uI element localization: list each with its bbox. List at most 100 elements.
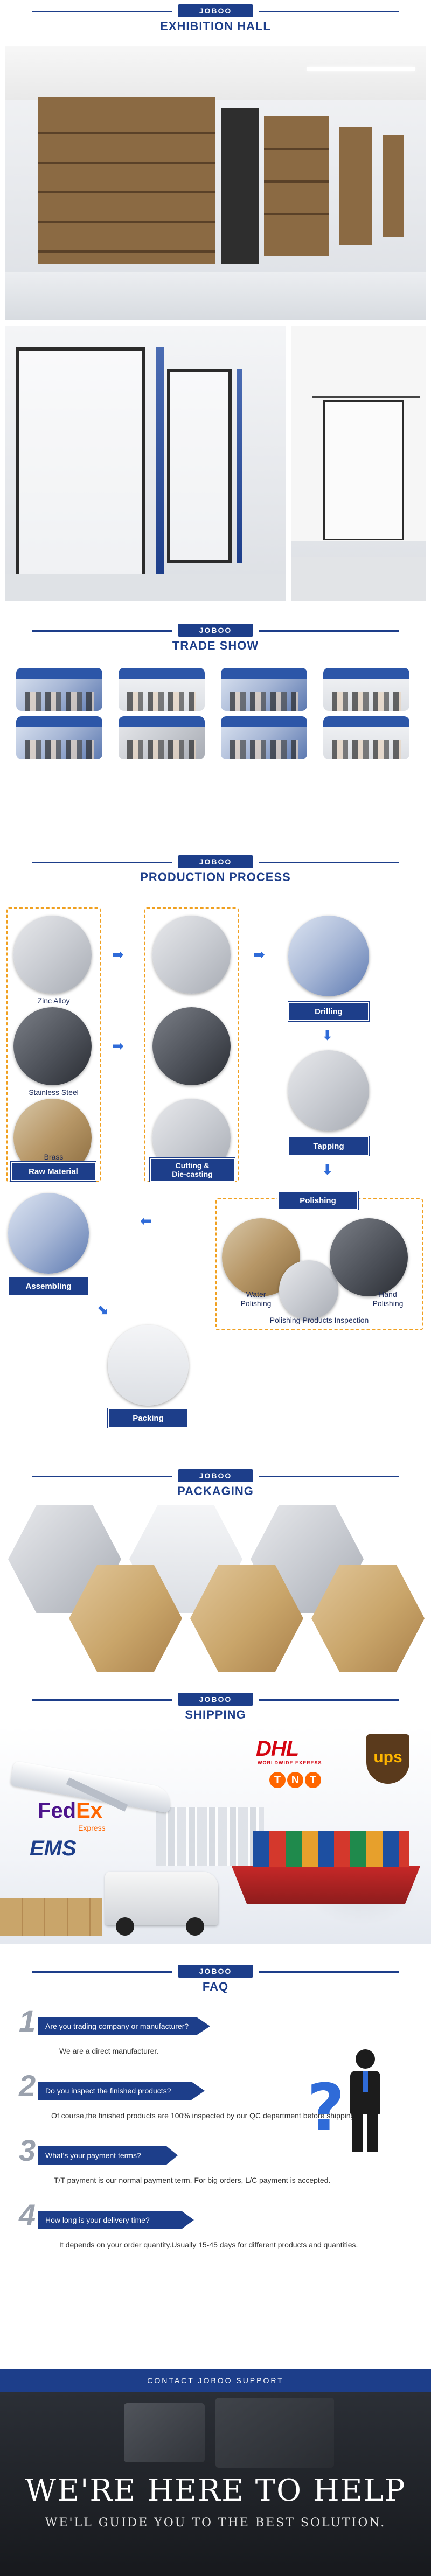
faq-question: What's your payment terms? xyxy=(38,2146,178,2165)
question-man-illustration: ? xyxy=(307,2047,404,2154)
cutting-group xyxy=(144,907,239,1182)
contact-support-bar[interactable]: CONTACT JOBOO SUPPORT xyxy=(0,2369,431,2392)
hand-polishing-photo xyxy=(330,1218,408,1296)
tapping-tag: Tapping xyxy=(288,1136,369,1156)
trade-show-photo xyxy=(221,716,307,759)
material-label: Zinc Alloy xyxy=(37,996,70,1005)
arrow-down-right-icon: ➡ xyxy=(93,1300,113,1321)
packing-photo xyxy=(108,1325,189,1406)
arrow-right-icon: ➡ xyxy=(253,947,265,963)
fedex-ex: Ex xyxy=(76,1799,103,1823)
inspection-photo xyxy=(279,1260,338,1320)
header-line xyxy=(259,1476,399,1477)
header-line xyxy=(259,1971,399,1973)
inspection-label: Polishing Products Inspection xyxy=(269,1316,369,1324)
faq-answer: It depends on your order quantity.Usuall… xyxy=(59,2240,358,2249)
faq-number: 4 xyxy=(19,2198,36,2232)
faq-number: 2 xyxy=(19,2069,36,2103)
packing-tag: Packing xyxy=(108,1408,189,1428)
header-line xyxy=(259,11,399,12)
raw-material-tag: Raw Material xyxy=(11,1162,96,1181)
faq-header: JOBOO FAQ xyxy=(0,1960,431,1993)
faq-answer: Of course,the finished products are 100%… xyxy=(51,2111,357,2120)
assembling-tag: Assembling xyxy=(8,1276,89,1296)
ups-logo: ups xyxy=(366,1734,409,1784)
section-title: TRADE SHOW xyxy=(172,639,259,652)
arrow-down-icon: ⬇ xyxy=(322,1028,333,1044)
brand-logo: JOBOO xyxy=(178,1469,253,1482)
trade-show-photo xyxy=(119,668,205,711)
header-line xyxy=(32,630,172,632)
brand-logo: JOBOO xyxy=(178,1965,253,1978)
tnt-letter: N xyxy=(287,1772,303,1788)
faq-answer: We are a direct manufacturer. xyxy=(59,2047,159,2055)
dhl-subtitle: WORLDWIDE EXPRESS xyxy=(258,1760,322,1765)
packaging-header: JOBOO PACKAGING xyxy=(0,1465,431,1498)
faq-number: 1 xyxy=(19,2004,36,2038)
header-line xyxy=(32,1476,172,1477)
header-line xyxy=(259,630,399,632)
production-header: JOBOO PRODUCTION PROCESS xyxy=(0,851,431,884)
tnt-letter: T xyxy=(305,1772,321,1788)
exhibition-photo-2 xyxy=(5,326,286,601)
faq-question: How long is your delivery time? xyxy=(38,2211,194,2229)
cutting-tag: Cutting & Die-casting xyxy=(150,1158,235,1182)
stainless-steel-photo xyxy=(13,1007,92,1085)
trade-show-photo xyxy=(119,716,205,759)
section-title: FAQ xyxy=(202,1980,229,1993)
trade-show-header: JOBOO TRADE SHOW xyxy=(0,619,431,652)
tnt-letter: T xyxy=(269,1772,286,1788)
brand-logo: JOBOO xyxy=(178,1693,253,1706)
trade-show-photo xyxy=(323,668,409,711)
header-line xyxy=(259,862,399,863)
faq-question: Are you trading company or manufacturer? xyxy=(38,2017,210,2035)
polishing-tag: Polishing xyxy=(277,1191,358,1210)
brand-logo: JOBOO xyxy=(178,4,253,17)
shipping-header: JOBOO SHIPPING xyxy=(0,1688,431,1721)
fedex-logo: FedEx xyxy=(38,1799,102,1823)
exhibition-header: JOBOO EXHIBITION HALL xyxy=(0,0,431,33)
trade-show-photo xyxy=(221,668,307,711)
section-title: PRODUCTION PROCESS xyxy=(140,870,291,884)
drilling-tag: Drilling xyxy=(288,1002,369,1021)
exhibition-photo-1 xyxy=(5,46,426,320)
section-title: SHIPPING xyxy=(185,1708,246,1721)
faq-number: 3 xyxy=(19,2133,36,2167)
faq-answer: T/T payment is our normal payment term. … xyxy=(54,2176,331,2184)
shipping-banner xyxy=(0,1726,431,1944)
brand-logo: JOBOO xyxy=(178,624,253,637)
footer-banner: WE'RE HERE TO HELP WE'LL GUIDE YOU TO TH… xyxy=(0,2392,431,2576)
trade-show-photo xyxy=(16,668,102,711)
fedex-subtitle: Express xyxy=(78,1824,106,1832)
section-title: EXHIBITION HALL xyxy=(160,19,271,33)
tapping-photo xyxy=(288,1050,369,1131)
ems-logo: EMS xyxy=(30,1837,77,1860)
zinc-alloy-photo xyxy=(13,916,92,994)
brand-logo: JOBOO xyxy=(178,855,253,868)
fedex-fed: Fed xyxy=(38,1799,77,1823)
header-line xyxy=(32,1699,172,1701)
trade-show-photo xyxy=(323,716,409,759)
footer-headline: WE'RE HERE TO HELP xyxy=(25,2473,406,2508)
exhibition-photo-3 xyxy=(291,326,426,601)
material-label: Stainless Steel xyxy=(29,1088,79,1097)
section-title: PACKAGING xyxy=(177,1484,254,1498)
cutting-photo xyxy=(152,916,231,994)
arrow-left-icon: ⬅ xyxy=(140,1213,152,1230)
water-polishing-label: Water Polishing xyxy=(240,1290,272,1308)
dhl-logo: DHL xyxy=(256,1737,299,1761)
die-casting-photo xyxy=(152,1007,231,1085)
header-line xyxy=(32,11,172,12)
material-label: Brass xyxy=(44,1153,64,1161)
header-line xyxy=(32,862,172,863)
assembling-photo xyxy=(8,1193,89,1274)
faq-question: Do you inspect the finished products? xyxy=(38,2082,205,2100)
hand-polishing-label: Hand Polishing xyxy=(372,1290,404,1308)
arrow-down-icon: ⬇ xyxy=(322,1162,333,1178)
trade-show-photo xyxy=(16,716,102,759)
header-line xyxy=(32,1971,172,1973)
arrow-right-icon: ➡ xyxy=(112,1038,124,1055)
arrow-right-icon: ➡ xyxy=(112,947,124,963)
drilling-photo xyxy=(288,916,369,996)
